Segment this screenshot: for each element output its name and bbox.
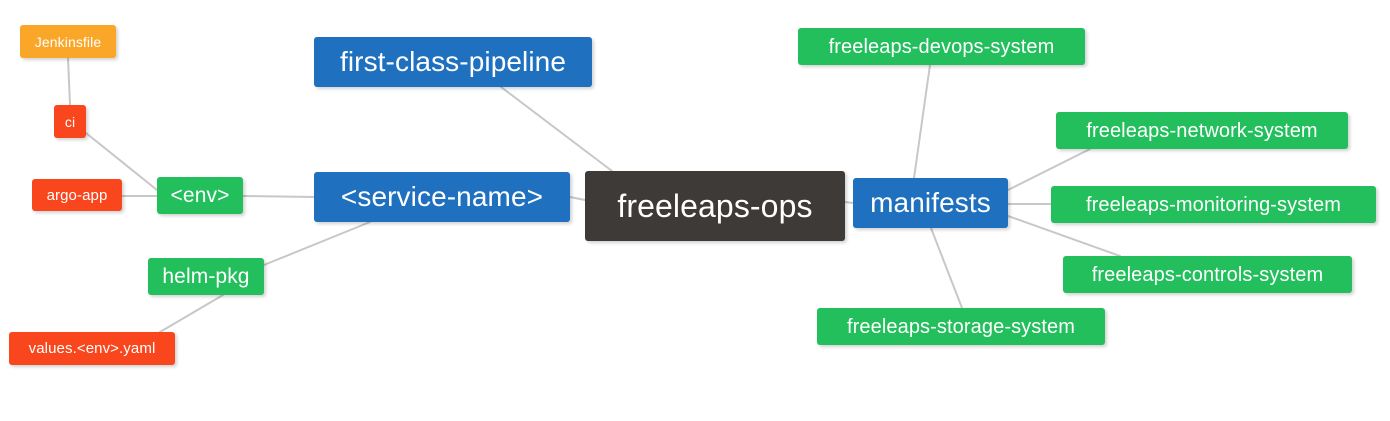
- mindmap-node-freeleaps-network-system[interactable]: freeleaps-network-system: [1056, 112, 1348, 149]
- edge-first-class-pipeline-to-freeleaps-ops: [500, 86, 613, 172]
- edge-freeleaps-ops-to-manifests: [844, 201, 854, 204]
- mindmap-node-ci[interactable]: ci: [54, 105, 86, 138]
- mindmap-node-freeleaps-storage-system[interactable]: freeleaps-storage-system: [817, 308, 1105, 345]
- mindmap-node-manifests[interactable]: manifests: [853, 178, 1008, 228]
- mindmap-node-jenkinsfile[interactable]: Jenkinsfile: [20, 25, 116, 58]
- mindmap-node-freeleaps-monitoring-system[interactable]: freeleaps-monitoring-system: [1051, 186, 1376, 223]
- mindmap-node-env[interactable]: <env>: [157, 177, 243, 214]
- edge-manifests-to-freeleaps-devops-system: [913, 64, 931, 179]
- mindmap-node-freeleaps-ops[interactable]: freeleaps-ops: [585, 171, 845, 241]
- edge-service-name-to-freeleaps-ops: [569, 196, 586, 201]
- mindmap-node-freeleaps-devops-system[interactable]: freeleaps-devops-system: [798, 28, 1085, 65]
- edge-helm-pkg-to-service-name: [263, 221, 371, 266]
- mindmap-node-service-name[interactable]: <service-name>: [314, 172, 570, 222]
- edge-manifests-to-freeleaps-network-system: [1007, 148, 1091, 191]
- edge-jenkinsfile-to-ci: [67, 57, 71, 106]
- edge-env-to-service-name: [242, 195, 315, 198]
- mindmap-node-freeleaps-controls-system[interactable]: freeleaps-controls-system: [1063, 256, 1352, 293]
- edge-manifests-to-freeleaps-storage-system: [930, 227, 963, 309]
- mindmap-node-first-class-pipeline[interactable]: first-class-pipeline: [314, 37, 592, 87]
- mindmap-node-values-yaml[interactable]: values.<env>.yaml: [9, 332, 175, 365]
- edge-values-yaml-to-helm-pkg: [159, 294, 224, 333]
- mindmap-node-argo-app[interactable]: argo-app: [32, 179, 122, 211]
- mindmap-node-helm-pkg[interactable]: helm-pkg: [148, 258, 264, 295]
